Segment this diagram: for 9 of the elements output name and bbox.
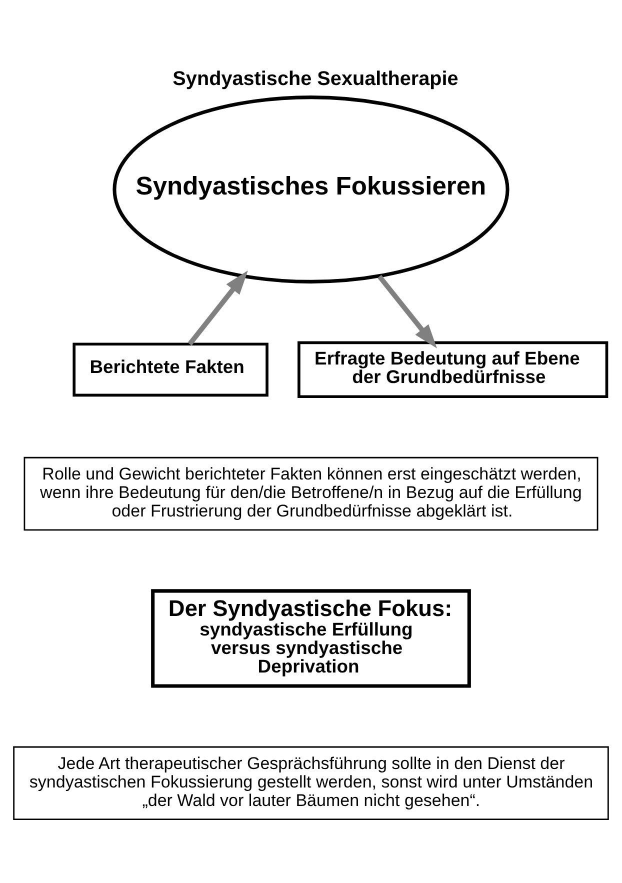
node-box: Berichtete Fakten [72,342,268,396]
node-box: Rolle und Gewicht berichteter Fakten können erst eingeschätzt werden, wenn ihre Bedeutung für den/die Betroffene/n in Bezug auf die Erfüllung oder Frustrierung der Grundbedürfnisse abgeklärt ist. [24,456,598,530]
diagram-title: Syndyastische Sexualtherapie [172,67,458,90]
node-box: Jede Art therapeutischer Gesprächsführung sollte in den Dienst der syndyastischen Fokussierung gestellt werden, sonst wird unter Umständen „der Wald vor lauter Bäumen nicht gesehen“. [13,746,609,820]
arrow [378,274,437,348]
arrow [188,270,248,346]
node-box: Der Syndyastische Fokus: syndyastische Erfüllung versus syndyastische Deprivation [151,588,471,688]
node-ellipse: Syndyastisches Fokussieren [112,95,510,283]
node-box: Erfragte Bedeutung auf Ebene der Grundbedürfnisse [298,340,608,398]
